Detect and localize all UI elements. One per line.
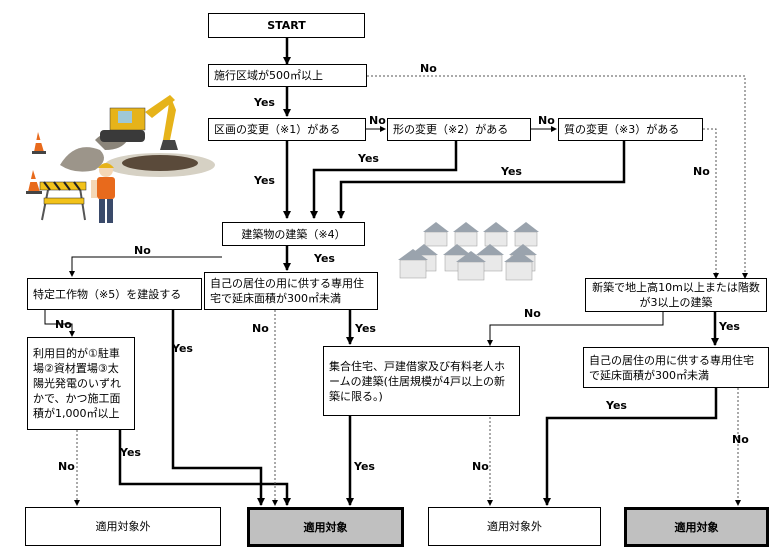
label-no-riyou: No	[58, 460, 75, 473]
label-yes-shinchiku: Yes	[719, 320, 740, 333]
edge-katachi-kenchiku	[310, 141, 458, 219]
label-yes-jiko1: Yes	[355, 322, 376, 335]
result-out-1: 適用対象外	[25, 507, 221, 546]
edge-jiko2-out2	[543, 388, 718, 506]
result-out-2: 適用対象外	[428, 507, 601, 546]
result-in-2: 適用対象	[624, 507, 769, 547]
label-yes-area: Yes	[254, 96, 275, 109]
label-yes-riyou: Yes	[120, 446, 141, 459]
label-yes-kukaku: Yes	[254, 174, 275, 187]
node-jiko2: 自己の居住の用に供する専用住宅で延床面積が300㎡未満	[583, 347, 769, 388]
node-tokutei: 特定工作物（※5）を建設する	[27, 278, 202, 310]
label-no-shitsu: No	[693, 165, 710, 178]
node-kukaku: 区画の変更（※1）がある	[208, 118, 366, 141]
label-no-kenchiku: No	[134, 244, 151, 257]
edge-kenchiku-tokutei	[69, 256, 222, 277]
edge-tokutei-riyou	[44, 310, 75, 337]
edge-area-shinchiku	[367, 75, 748, 279]
node-jiko1: 自己の居住の用に供する専用住宅で延床面積が300㎡未満	[204, 272, 378, 310]
traffic-cones-illustration	[26, 132, 46, 194]
result-in-1: 適用対象	[247, 507, 404, 547]
edge-tokutei-in1	[171, 310, 265, 506]
node-shinchiku: 新築で地上高10m以上または階数が3以上の建築	[585, 278, 767, 312]
edge-shitsu-kenchiku	[337, 141, 626, 219]
excavator-illustration	[60, 95, 215, 177]
label-no-jiko1: No	[252, 322, 269, 335]
label-yes-tokutei: Yes	[172, 342, 193, 355]
houses-illustration	[398, 222, 539, 281]
start-node: START	[208, 13, 365, 38]
label-yes-kenchiku: Yes	[314, 252, 335, 265]
label-no-jiko2: No	[732, 433, 749, 446]
worker-illustration	[91, 163, 115, 223]
label-no-shinchiku: No	[524, 307, 541, 320]
barrier-illustration	[39, 181, 87, 221]
label-yes-shuugou: Yes	[354, 460, 375, 473]
node-katachi: 形の変更（※2）がある	[387, 118, 531, 141]
node-shuugou: 集合住宅、戸建借家及び有料老人ホームの建築(住居規模が4戸以上の新築に限る。)	[323, 346, 520, 416]
label-no-shuugou: No	[472, 460, 489, 473]
label-no-area: No	[420, 62, 437, 75]
label-no-tokutei: No	[55, 318, 72, 331]
node-shitsu: 質の変更（※3）がある	[558, 118, 703, 141]
edge-shinchiku-shuugou-line	[487, 312, 664, 346]
node-kenchiku: 建築物の建築（※4）	[222, 222, 365, 246]
edge-riyou-in1	[118, 430, 291, 506]
label-yes-jiko2: Yes	[606, 399, 627, 412]
node-area: 施行区域が500㎡以上	[208, 64, 367, 87]
label-yes-katachi: Yes	[358, 152, 379, 165]
edge-shitsu-shinchiku	[703, 128, 719, 279]
node-riyou: 利用目的が①駐車場②資材置場③太陽光発電のいずれかで、かつ施工面積が1,000㎡…	[27, 337, 135, 430]
label-no-kukaku: No	[369, 114, 386, 127]
label-no-katachi: No	[538, 114, 555, 127]
label-yes-shitsu: Yes	[501, 165, 522, 178]
